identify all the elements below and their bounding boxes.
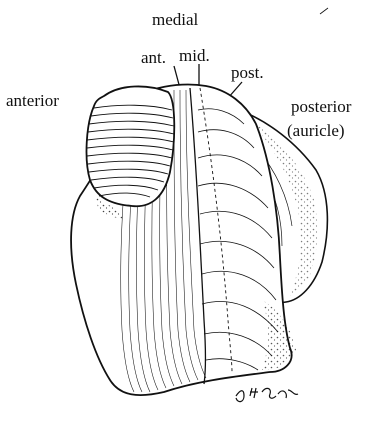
label-medial: medial [152,10,198,30]
top-tick [320,8,328,14]
label-mid: mid. [179,46,210,66]
label-post: post. [231,63,264,83]
label-auricle: (auricle) [287,121,345,141]
label-anterior: anterior [6,91,59,111]
label-posterior: posterior [291,97,351,117]
label-ant: ant. [141,48,166,68]
artist-signature [236,388,298,402]
